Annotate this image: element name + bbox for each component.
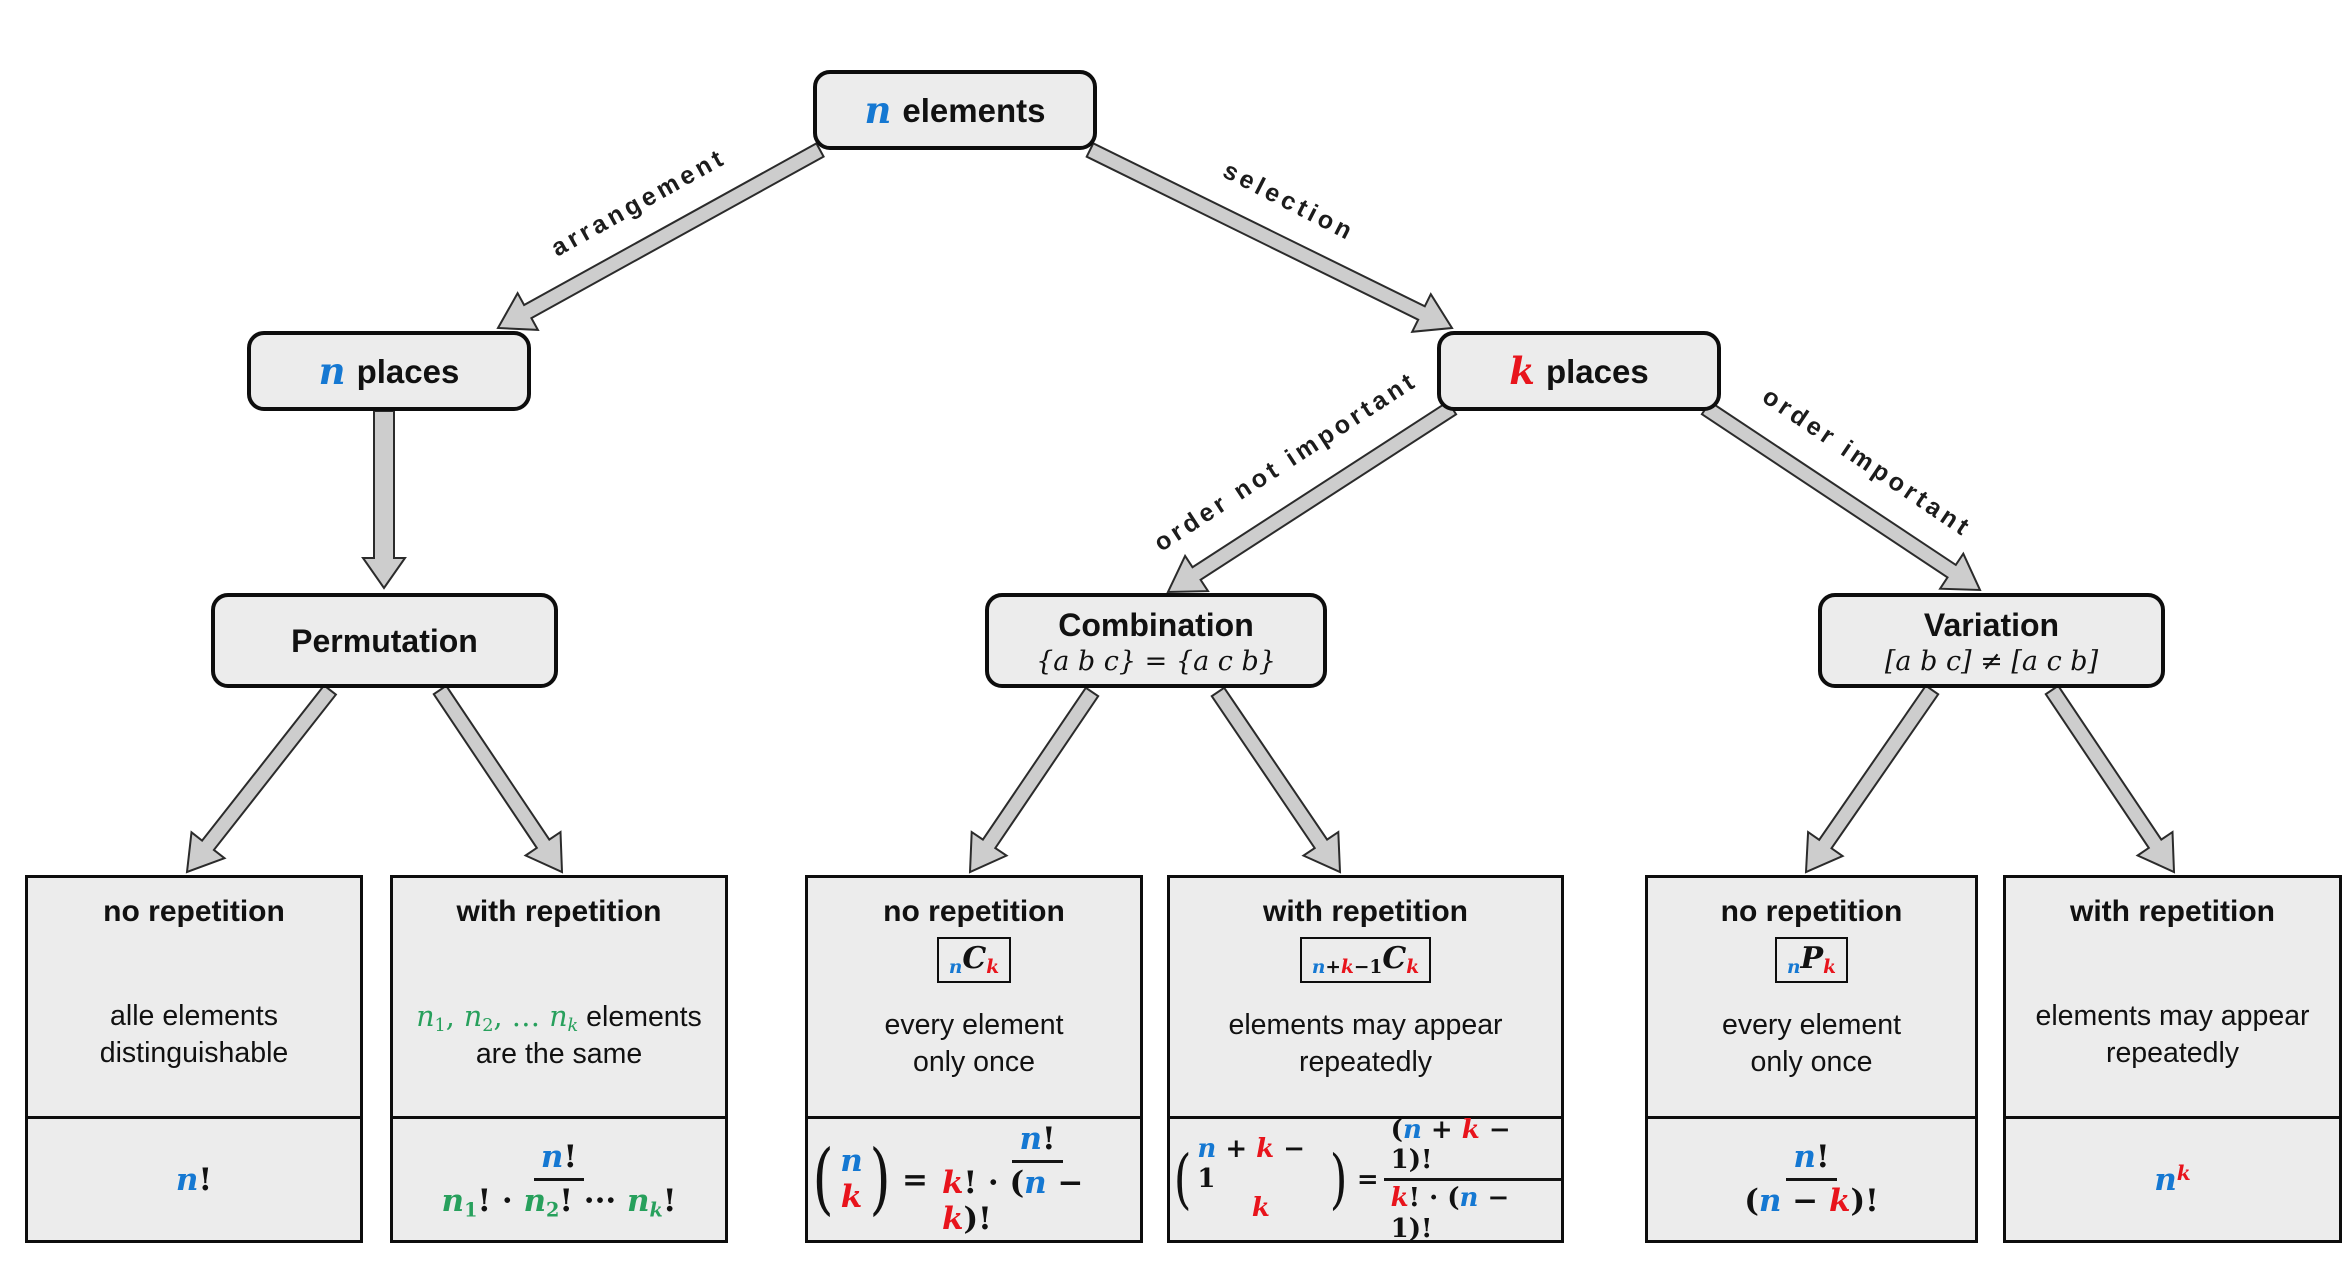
math-var-k: k xyxy=(1509,348,1535,393)
leaf-formula: n!(n − k)! xyxy=(1648,1116,1975,1240)
node-label: elements xyxy=(902,91,1046,129)
leaf-combination-with-repetition: with repetition n+k−1Ck elements may app… xyxy=(1167,875,1564,1244)
symbol-badge: n+k−1Ck xyxy=(1299,937,1432,983)
node-variation: Variation [a b c] ≠ [a c b] xyxy=(1818,593,2165,688)
arrow-connector xyxy=(496,142,825,331)
node-label: places xyxy=(356,352,460,390)
leaf-heading: with repetition xyxy=(1263,895,1468,928)
symbol-badge: nPk xyxy=(1775,937,1848,983)
category-title: Permutation xyxy=(291,623,478,660)
leaf-heading: no repetition xyxy=(103,895,285,928)
arrow-connector xyxy=(432,684,564,874)
arrow-connector xyxy=(1804,684,1940,874)
leaf-heading: with repetition xyxy=(456,895,662,928)
arrow-connector xyxy=(968,686,1100,874)
arrow-connector xyxy=(361,410,407,590)
node-n-elements: n elements xyxy=(813,70,1097,150)
arrow-connector xyxy=(185,683,338,874)
leaf-heading: no repetition xyxy=(883,895,1065,928)
leaf-heading: with repetition xyxy=(2070,895,2275,928)
arrow-connector xyxy=(1210,686,1342,874)
arrow-connector xyxy=(1700,400,1982,592)
arrow-connector xyxy=(1166,400,1458,594)
symbol-badge: nCk xyxy=(936,937,1012,983)
category-example: [a b c] ≠ [a c b] xyxy=(1884,645,2099,677)
arrow-connector xyxy=(1085,141,1454,333)
category-title: Variation xyxy=(1923,606,2060,643)
math-var-n: n xyxy=(864,87,892,132)
leaf-formula: n!n1! · n2! ··· nk! xyxy=(393,1116,725,1240)
arrow-connector xyxy=(2044,684,2176,874)
leaf-formula: n! xyxy=(28,1116,360,1240)
math-var-n: n xyxy=(318,348,346,393)
node-label: places xyxy=(1545,352,1649,390)
category-example: {a b c} = {a c b} xyxy=(1036,645,1276,677)
leaf-formula: nk xyxy=(2006,1116,2339,1240)
node-combination: Combination {a b c} = {a c b} xyxy=(985,593,1327,688)
category-title: Combination xyxy=(1058,606,1254,643)
leaf-heading: no repetition xyxy=(1720,895,1903,928)
node-permutation: Permutation xyxy=(211,593,558,688)
